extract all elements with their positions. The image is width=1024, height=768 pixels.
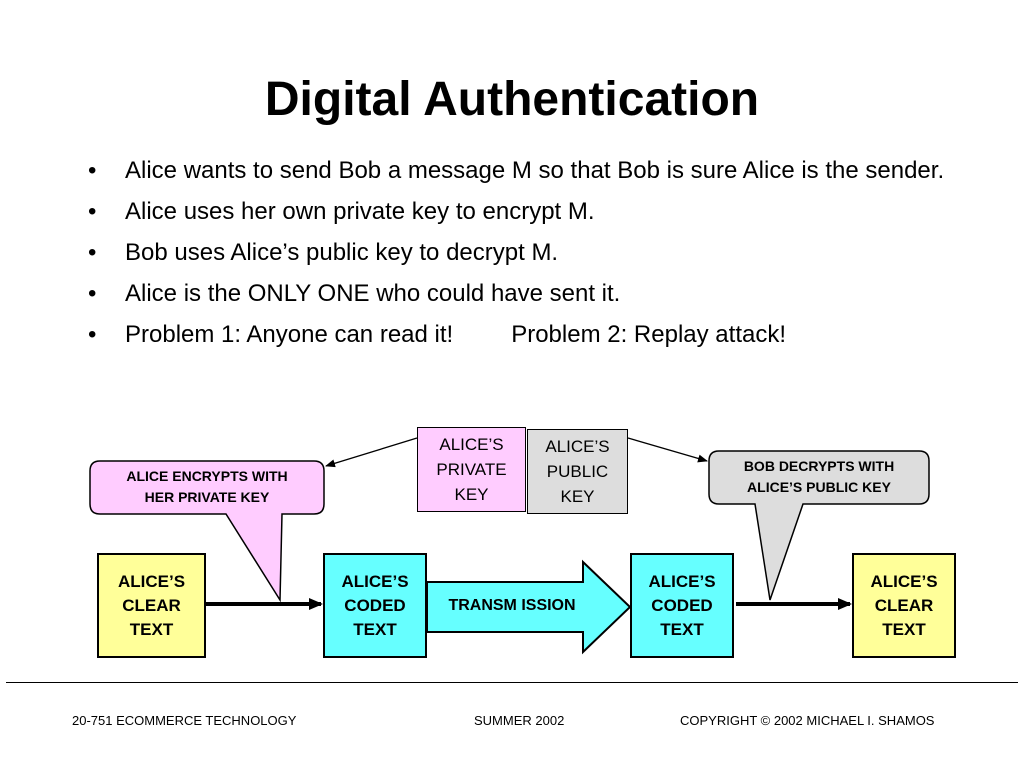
private-key-box: ALICE’S PRIVATE KEY [417,427,526,512]
bullet-item: • Bob uses Alice’s public key to decrypt … [88,236,948,269]
footer-center: SUMMER 2002 [474,713,565,728]
footer-right: COPYRIGHT © 2002 MICHAEL I. SHAMOS [680,713,935,728]
coded-text-right-box: ALICE’S CODED TEXT [630,553,734,658]
clear-text-left-box: ALICE’S CLEAR TEXT [97,553,206,658]
bullet-item: • Problem 1: Anyone can read it! Problem 2… [88,318,948,351]
bullet-text-problem-2: Problem 2: Replay attack! [511,321,786,348]
slide-title: Digital Authentication [264,73,760,126]
bullet-text: Alice wants to send Bob a message M so t… [125,157,945,184]
footer-left: 20-751 ECOMMERCE TECHNOLOGY [72,713,297,728]
public-key-box: ALICE’S PUBLIC KEY [527,429,628,514]
arrow-public-key-to-callout [627,437,708,463]
transmission-label: TRANSM ISSION [448,597,576,614]
callout-left-bubble [89,460,325,603]
bullet-item: • Alice wants to send Bob a message M so … [88,154,948,187]
bullet-list: • Alice wants to send Bob a message M so … [88,154,948,359]
footer-divider [6,682,1018,683]
bullet-item: • Alice uses her own private key to encry… [88,195,948,228]
callout-right-text: BOB DECRYPTS WITH ALICE’S PUBLIC KEY [743,458,895,495]
callout-left-text: ALICE ENCRYPTS WITH HER PRIVATE KEY [126,468,288,505]
arrow-private-key-to-callout [325,437,418,468]
clear-text-right-box: ALICE’S CLEAR TEXT [852,553,956,658]
bullet-marker: • [88,198,97,225]
bullet-text: Bob uses Alice’s public key to decrypt M… [125,239,559,266]
bullet-text: Alice is the ONLY ONE who could have sen… [125,280,621,307]
bullet-marker: • [88,239,97,266]
transmission-arrow-shape [426,559,632,655]
callout-right-bubble [708,450,930,601]
bullet-marker: • [88,157,97,184]
coded-text-left-box: ALICE’S CODED TEXT [323,553,427,658]
bullet-text-problem-1: Problem 1: Anyone can read it! [125,321,454,348]
bullet-marker: • [88,321,97,348]
bullet-text: Alice uses her own private key to encryp… [125,198,595,225]
bullet-item: • Alice is the ONLY ONE who could have se… [88,277,948,310]
bullet-marker: • [88,280,97,307]
